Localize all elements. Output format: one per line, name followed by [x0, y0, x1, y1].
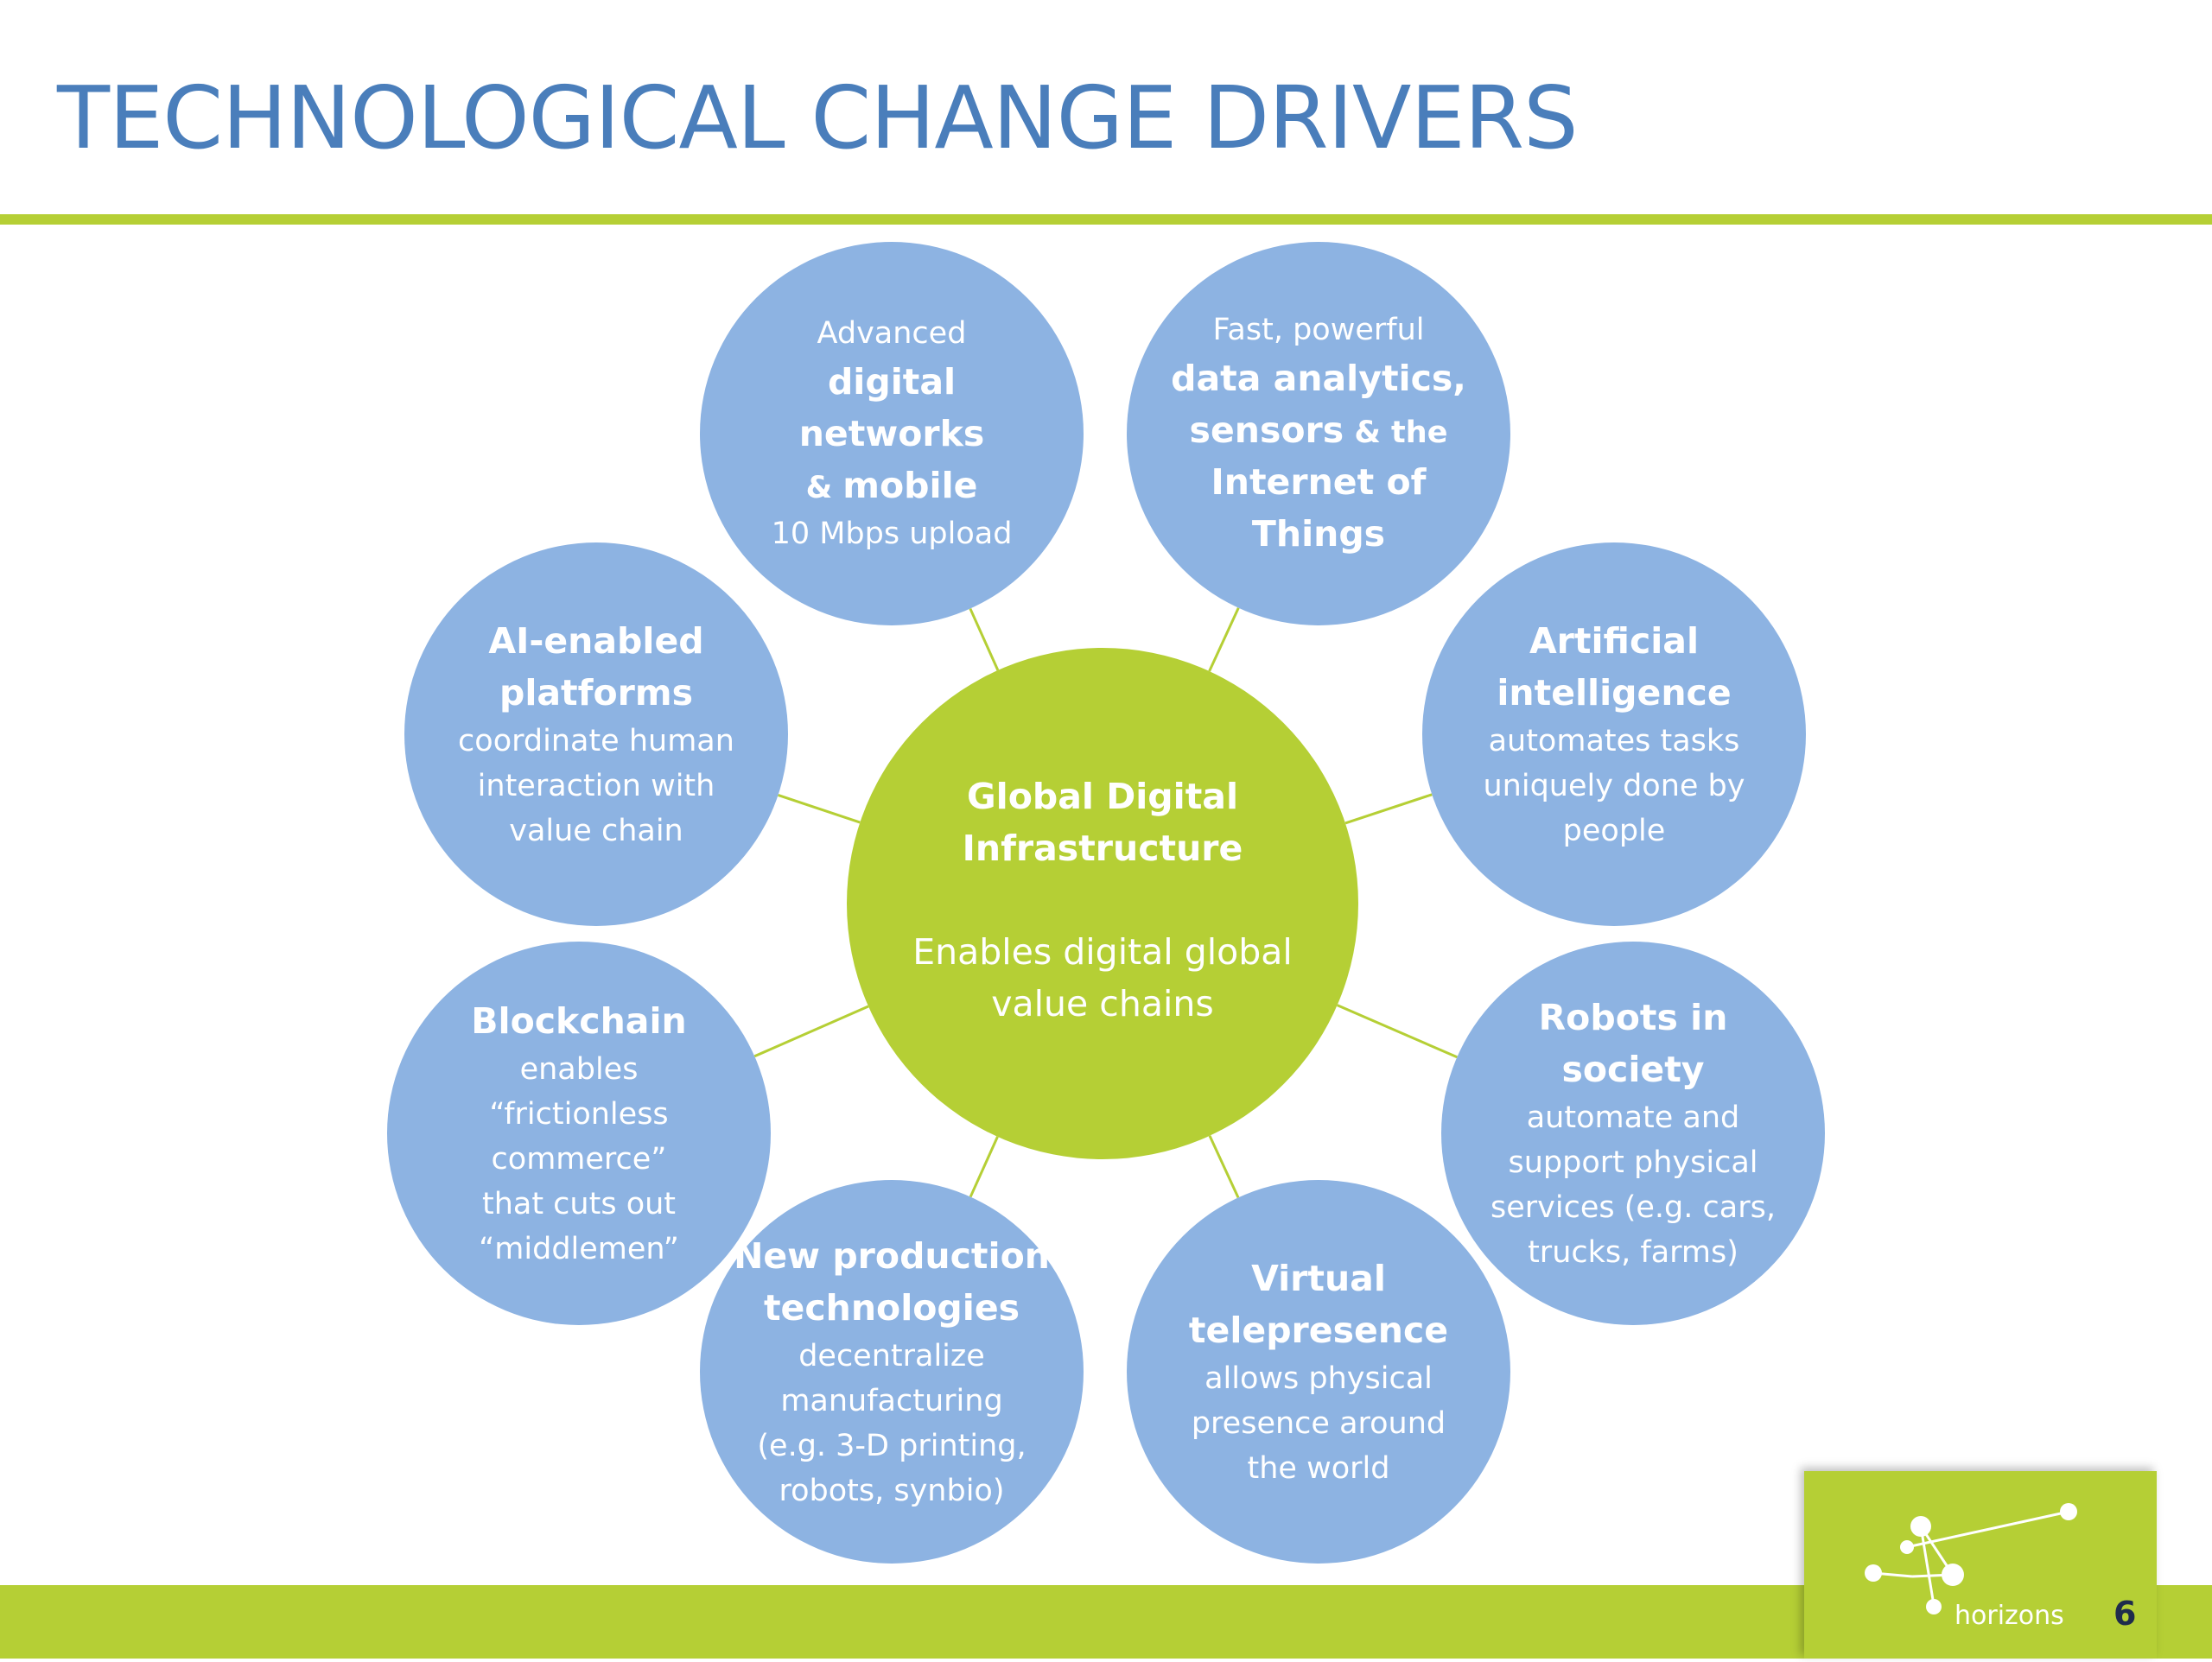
- title-underline: [0, 214, 2212, 225]
- connector-digital-networks: [969, 607, 1000, 671]
- node-line: technologies: [763, 1287, 1020, 1329]
- connector-robots: [1337, 1004, 1458, 1059]
- node-circle-data-analytics: [1127, 242, 1510, 625]
- node-line: intelligence: [1497, 672, 1732, 714]
- node-line-part: & the: [1344, 416, 1448, 450]
- node-line: interaction with: [477, 769, 715, 803]
- node-line-part: sensors: [1189, 409, 1344, 451]
- node-line: decentralize: [798, 1339, 985, 1373]
- hub-title-line: Global Digital: [966, 776, 1239, 817]
- node-line: automates tasks: [1488, 724, 1740, 758]
- node-line: networks: [798, 413, 985, 454]
- connector-ai-platforms: [778, 793, 861, 824]
- node-circle-ai-platforms: [404, 542, 788, 926]
- node-circle-artificial-intelligence: [1422, 542, 1806, 926]
- node-line: Internet of: [1211, 461, 1427, 503]
- node-line: Advanced: [817, 316, 967, 351]
- node-line: presence around: [1191, 1406, 1446, 1441]
- node-text-digital-networks: Advanced digital networks & mobile 10 Mbps u…: [728, 252, 1056, 615]
- node-line: robots, synbio): [779, 1474, 1005, 1508]
- node-line: (e.g. 3-D printing,: [757, 1429, 1027, 1463]
- node-line: digital: [827, 361, 957, 403]
- node-line: coordinate human: [458, 724, 734, 758]
- node-circle-robots: [1441, 942, 1825, 1325]
- logo-box: [1804, 1471, 2157, 1659]
- node-line: Virtual: [1251, 1258, 1386, 1299]
- node-text-telepresence: Virtual telepresence allows physical presen…: [1154, 1190, 1483, 1553]
- node-text-data-analytics: Fast, powerful data analytics, sensors & t…: [1154, 252, 1483, 615]
- node-line: society: [1561, 1049, 1705, 1090]
- hub-body-line: value chains: [991, 983, 1214, 1024]
- page-number: 6: [2113, 1595, 2137, 1633]
- node-line: allows physical: [1205, 1361, 1433, 1396]
- connector-artificial-intelligence: [1344, 793, 1433, 825]
- node-text-ai-platforms: AI-enabled platforms coordinate human inter…: [432, 553, 760, 916]
- node-line: Robots in: [1538, 997, 1728, 1038]
- node-line: manufacturing: [780, 1384, 1003, 1418]
- node-line: commerce”: [491, 1142, 667, 1177]
- node-line: platforms: [499, 672, 694, 714]
- node-line: services (e.g. cars,: [1491, 1190, 1776, 1225]
- logo-wordmark: horizons: [1955, 1601, 2064, 1631]
- node-line: telepresence: [1188, 1310, 1449, 1351]
- node-line: AI-enabled: [488, 620, 704, 662]
- slide-title: TECHNOLOGICAL CHANGE DRIVERS: [57, 67, 1579, 168]
- node-line: Artificial: [1529, 620, 1700, 662]
- node-line: Fast, powerful: [1212, 313, 1425, 347]
- node-line: trucks, farms): [1528, 1235, 1738, 1270]
- node-text-robots: Robots in society automate and support phys…: [1469, 952, 1797, 1315]
- node-line: 10 Mbps upload: [771, 517, 1013, 551]
- hub-body-line: Enables digital global: [912, 931, 1293, 973]
- connector-new-production: [969, 1136, 999, 1198]
- node-line-part: mobile: [842, 465, 978, 506]
- horizons-logo-icon: [1865, 1503, 2077, 1614]
- node-line: & mobile: [806, 460, 978, 511]
- node-line: Things: [1251, 513, 1386, 555]
- node-line: uniquely done by: [1483, 769, 1745, 803]
- node-line: automate and: [1526, 1101, 1740, 1135]
- node-line: value chain: [509, 814, 683, 848]
- hub-title-line: Infrastructure: [962, 828, 1243, 869]
- connector-blockchain: [753, 1005, 869, 1058]
- connectors: [753, 607, 1458, 1199]
- node-line: sensors & the: [1190, 404, 1448, 456]
- node-line: “middlemen”: [479, 1232, 679, 1266]
- node-circle-digital-networks: [700, 242, 1084, 625]
- node-line: “frictionless: [489, 1097, 669, 1132]
- connector-data-analytics: [1208, 607, 1240, 672]
- hub-circle: [847, 648, 1358, 1159]
- node-line: the world: [1247, 1451, 1390, 1486]
- node-text-blockchain: Blockchain enables “frictionless commerce” t…: [415, 952, 743, 1315]
- node-line: enables: [519, 1052, 639, 1087]
- node-line: Blockchain: [471, 1000, 687, 1042]
- node-line: support physical: [1508, 1145, 1758, 1180]
- node-line: that cuts out: [481, 1187, 677, 1221]
- node-line: New production: [734, 1235, 1050, 1277]
- connector-telepresence: [1208, 1135, 1240, 1199]
- node-text-new-production: New production technologies decentralize ma…: [728, 1190, 1056, 1553]
- node-circle-blockchain: [387, 942, 771, 1325]
- driver-nodes: [387, 242, 1825, 1564]
- node-line-part: &: [805, 471, 843, 505]
- node-circle-telepresence: [1127, 1180, 1510, 1564]
- node-text-artificial-intelligence: Artificial intelligence automates tasks uni…: [1450, 553, 1778, 916]
- node-circle-new-production: [700, 1180, 1084, 1564]
- node-line: people: [1562, 814, 1666, 848]
- node-line: data analytics,: [1171, 358, 1466, 399]
